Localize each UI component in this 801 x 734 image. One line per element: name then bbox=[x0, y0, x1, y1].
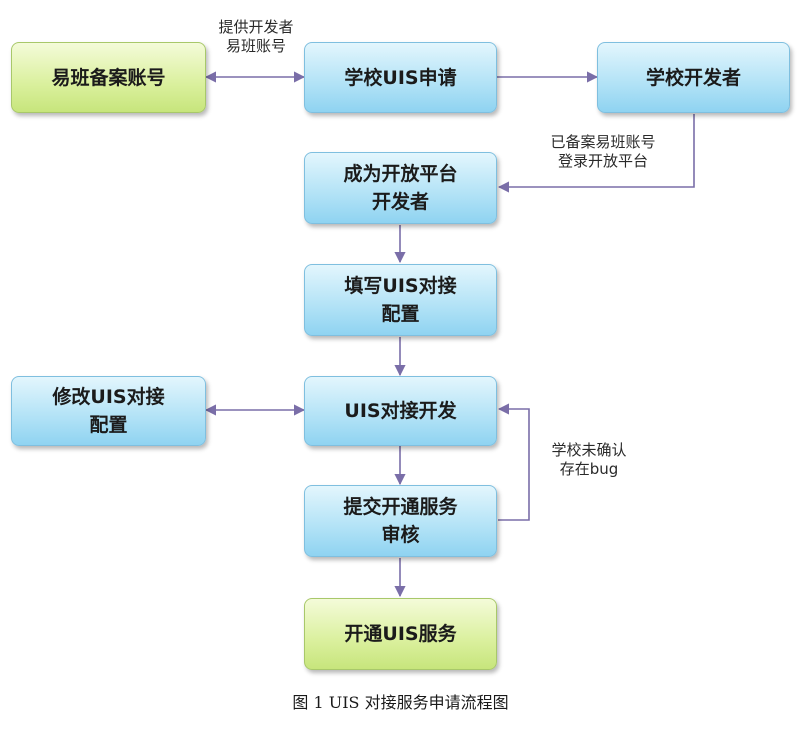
edge-label-unconfirmed: 学校未确认 存在bug bbox=[534, 441, 644, 479]
node-yiban-account-label: 易班备案账号 bbox=[51, 66, 166, 89]
node-fill-config-line2: 配置 bbox=[381, 303, 420, 325]
node-open-service-label: 开通UIS服务 bbox=[344, 623, 457, 645]
node-school-apply-label: 学校UIS申请 bbox=[344, 66, 457, 89]
node-modify-config-line1: 修改UIS对接 bbox=[52, 386, 165, 408]
node-fill-config-line1: 填写UIS对接 bbox=[344, 275, 457, 297]
edge-label-login: 已备案易班账号 登录开放平台 bbox=[518, 133, 688, 171]
node-uis-dev-label: UIS对接开发 bbox=[344, 400, 457, 422]
node-uis-dev: UIS对接开发 bbox=[304, 376, 497, 446]
edge-label-provide-line2: 易班账号 bbox=[225, 37, 286, 55]
node-school-dev: 学校开发者 bbox=[597, 42, 790, 113]
edge-label-provide: 提供开发者 易班账号 bbox=[196, 18, 316, 56]
edge-label-unconfirmed-line1: 学校未确认 bbox=[551, 441, 627, 459]
node-become-dev-line2: 开发者 bbox=[371, 191, 429, 213]
edge-label-provide-line1: 提供开发者 bbox=[218, 18, 294, 36]
node-become-dev: 成为开放平台 开发者 bbox=[304, 152, 497, 224]
edge-label-login-line2: 登录开放平台 bbox=[557, 152, 648, 170]
node-modify-config-line2: 配置 bbox=[89, 414, 128, 436]
figure-caption: 图 1 UIS 对接服务申请流程图 bbox=[292, 693, 509, 712]
node-fill-config: 填写UIS对接 配置 bbox=[304, 264, 497, 336]
edge-label-login-line1: 已备案易班账号 bbox=[550, 133, 656, 151]
edge-submit-loop bbox=[497, 403, 530, 521]
node-become-dev-line1: 成为开放平台 bbox=[343, 163, 458, 185]
node-submit-review-line2: 审核 bbox=[381, 524, 420, 546]
node-school-apply: 学校UIS申请 bbox=[304, 42, 497, 113]
node-submit-review: 提交开通服务 审核 bbox=[304, 485, 497, 557]
node-school-dev-label: 学校开发者 bbox=[645, 66, 741, 89]
edge-dev-become bbox=[497, 114, 695, 193]
node-open-service: 开通UIS服务 bbox=[304, 598, 497, 670]
node-yiban-account: 易班备案账号 bbox=[11, 42, 206, 113]
node-modify-config: 修改UIS对接 配置 bbox=[11, 376, 206, 446]
node-submit-review-line1: 提交开通服务 bbox=[343, 496, 458, 518]
edge-label-unconfirmed-line2: 存在bug bbox=[559, 460, 619, 478]
